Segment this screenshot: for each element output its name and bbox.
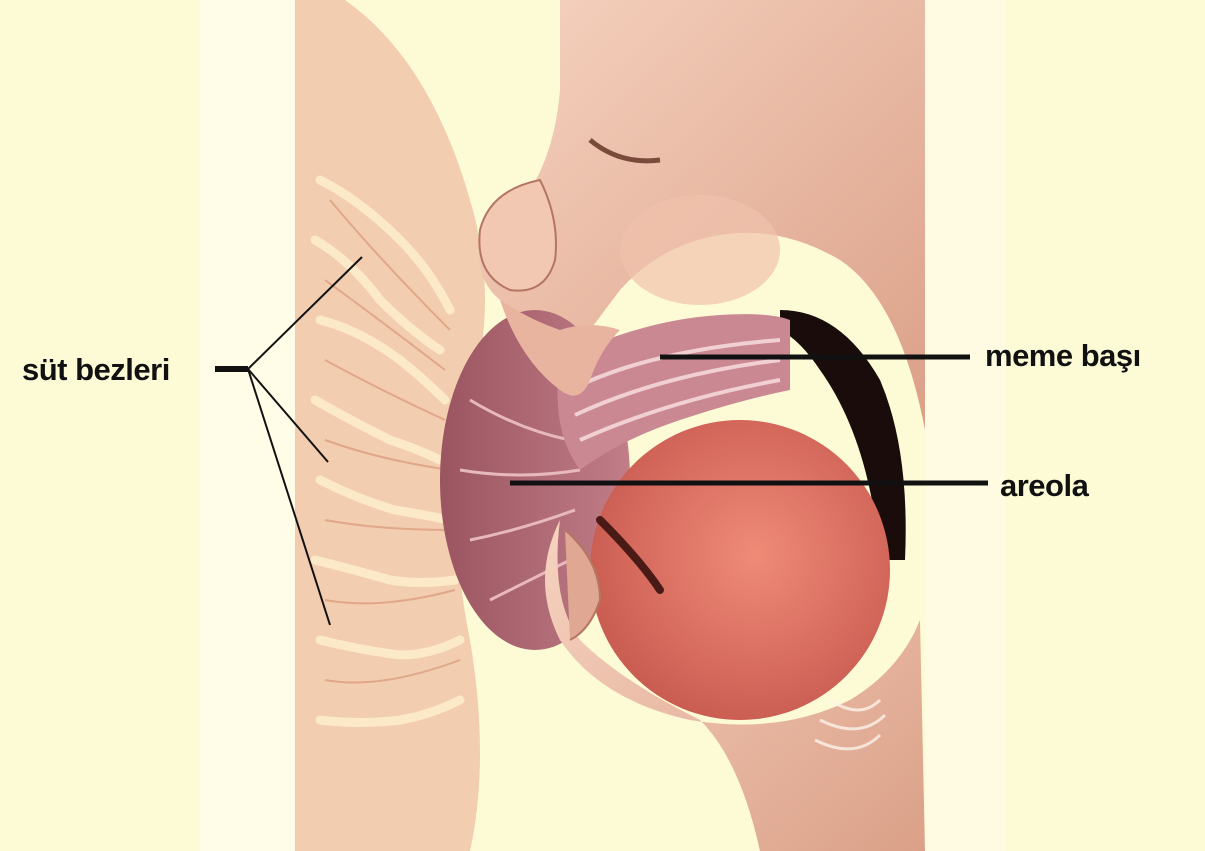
milk-glands-label: süt bezleri — [22, 352, 170, 388]
baby-tongue — [590, 420, 890, 720]
background-band-left — [200, 0, 300, 851]
background-band-right — [925, 0, 1005, 851]
baby-cheek — [620, 195, 780, 305]
areola-label: areola — [1000, 468, 1088, 504]
nipple-label: meme başı — [985, 338, 1141, 374]
